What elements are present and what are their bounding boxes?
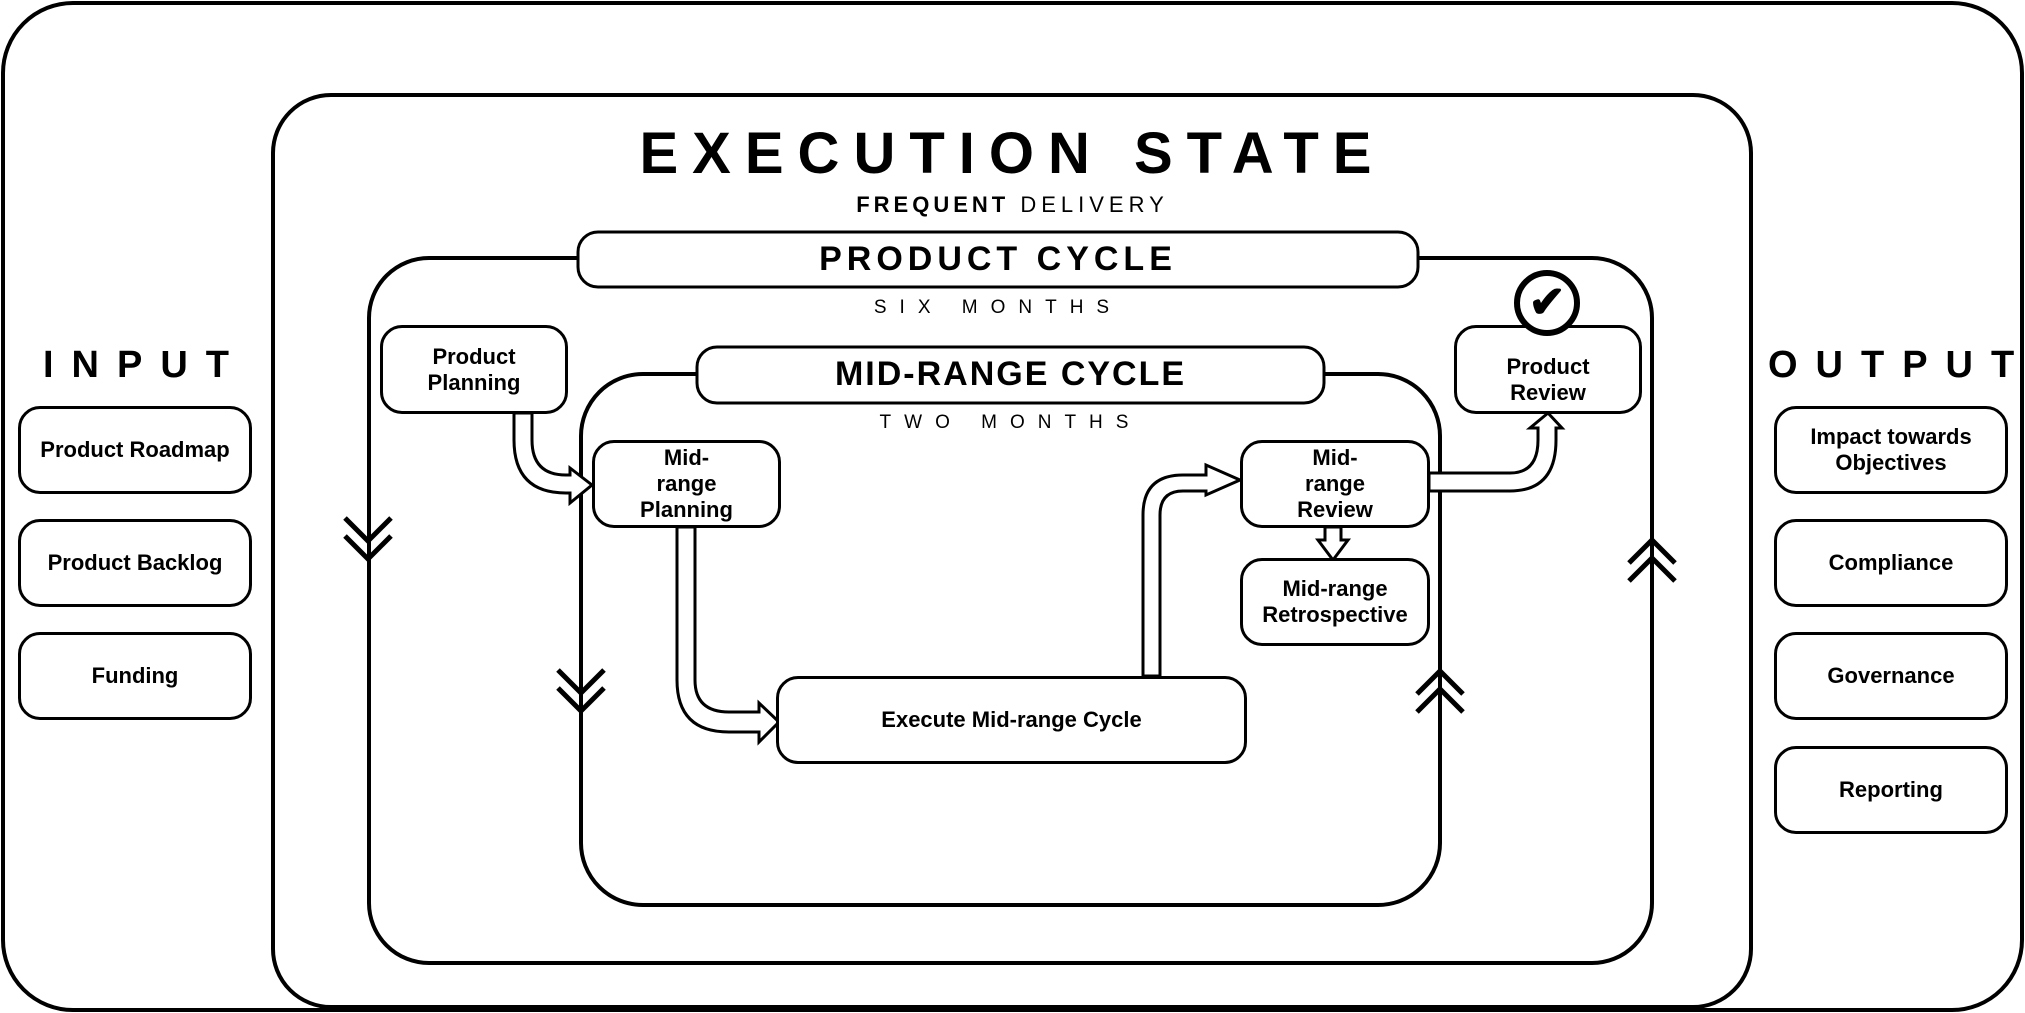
product-review-node[interactable]: Product Review bbox=[1454, 325, 1642, 414]
mid-range-cycle-pill bbox=[695, 345, 1326, 405]
double-chevron-down-icon bbox=[343, 516, 393, 563]
execution-state-frame bbox=[271, 93, 1753, 1009]
input-item-funding[interactable]: Funding bbox=[18, 632, 252, 720]
page-title: EXECUTION STATE bbox=[639, 121, 1386, 186]
hollow-arrow-icon bbox=[675, 525, 782, 746]
input-item-product-backlog[interactable]: Product Backlog bbox=[18, 519, 252, 607]
double-chevron-up-icon bbox=[1627, 536, 1677, 583]
mid-range-cycle-duration: TWO MONTHS bbox=[879, 412, 1142, 433]
output-item-governance[interactable]: Governance bbox=[1774, 632, 2008, 720]
product-cycle-pill bbox=[576, 230, 1420, 289]
product-cycle-title: PRODUCT CYCLE bbox=[819, 240, 1177, 278]
mid-range-retrospective-node[interactable]: Mid-range Retrospective bbox=[1240, 558, 1430, 646]
output-item-compliance[interactable]: Compliance bbox=[1774, 519, 2008, 607]
checkmark-circle-icon: ✔ bbox=[1514, 270, 1580, 336]
double-chevron-down-icon bbox=[556, 668, 606, 715]
subtitle-bold: FREQUENT bbox=[856, 192, 1010, 217]
input-title: INPUT bbox=[43, 344, 247, 386]
mid-range-cycle-title: MID-RANGE CYCLE bbox=[834, 355, 1187, 393]
output-item-impact-towards-objectives[interactable]: Impact towards Objectives bbox=[1774, 406, 2008, 494]
hollow-arrow-icon bbox=[1315, 525, 1351, 563]
product-planning-node[interactable]: Product Planning bbox=[380, 325, 568, 414]
output-item-reporting[interactable]: Reporting bbox=[1774, 746, 2008, 834]
hollow-arrow-icon bbox=[1141, 462, 1244, 678]
subtitle-light: DELIVERY bbox=[1020, 192, 1169, 217]
mid-range-review-node[interactable]: Mid-range Review bbox=[1240, 440, 1430, 528]
hollow-arrow-icon bbox=[1427, 410, 1566, 493]
output-title: OUTPUT bbox=[1768, 344, 2025, 386]
page-subtitle: FREQUENT DELIVERY bbox=[0, 192, 2025, 218]
hollow-arrow-icon bbox=[512, 411, 595, 507]
input-item-product-roadmap[interactable]: Product Roadmap bbox=[18, 406, 252, 494]
double-chevron-up-icon bbox=[1415, 667, 1465, 714]
mid-range-planning-node[interactable]: Mid-range Planning bbox=[592, 440, 781, 528]
execute-mid-range-cycle-node[interactable]: Execute Mid-range Cycle bbox=[776, 676, 1247, 764]
product-cycle-duration: SIX MONTHS bbox=[873, 297, 1123, 318]
